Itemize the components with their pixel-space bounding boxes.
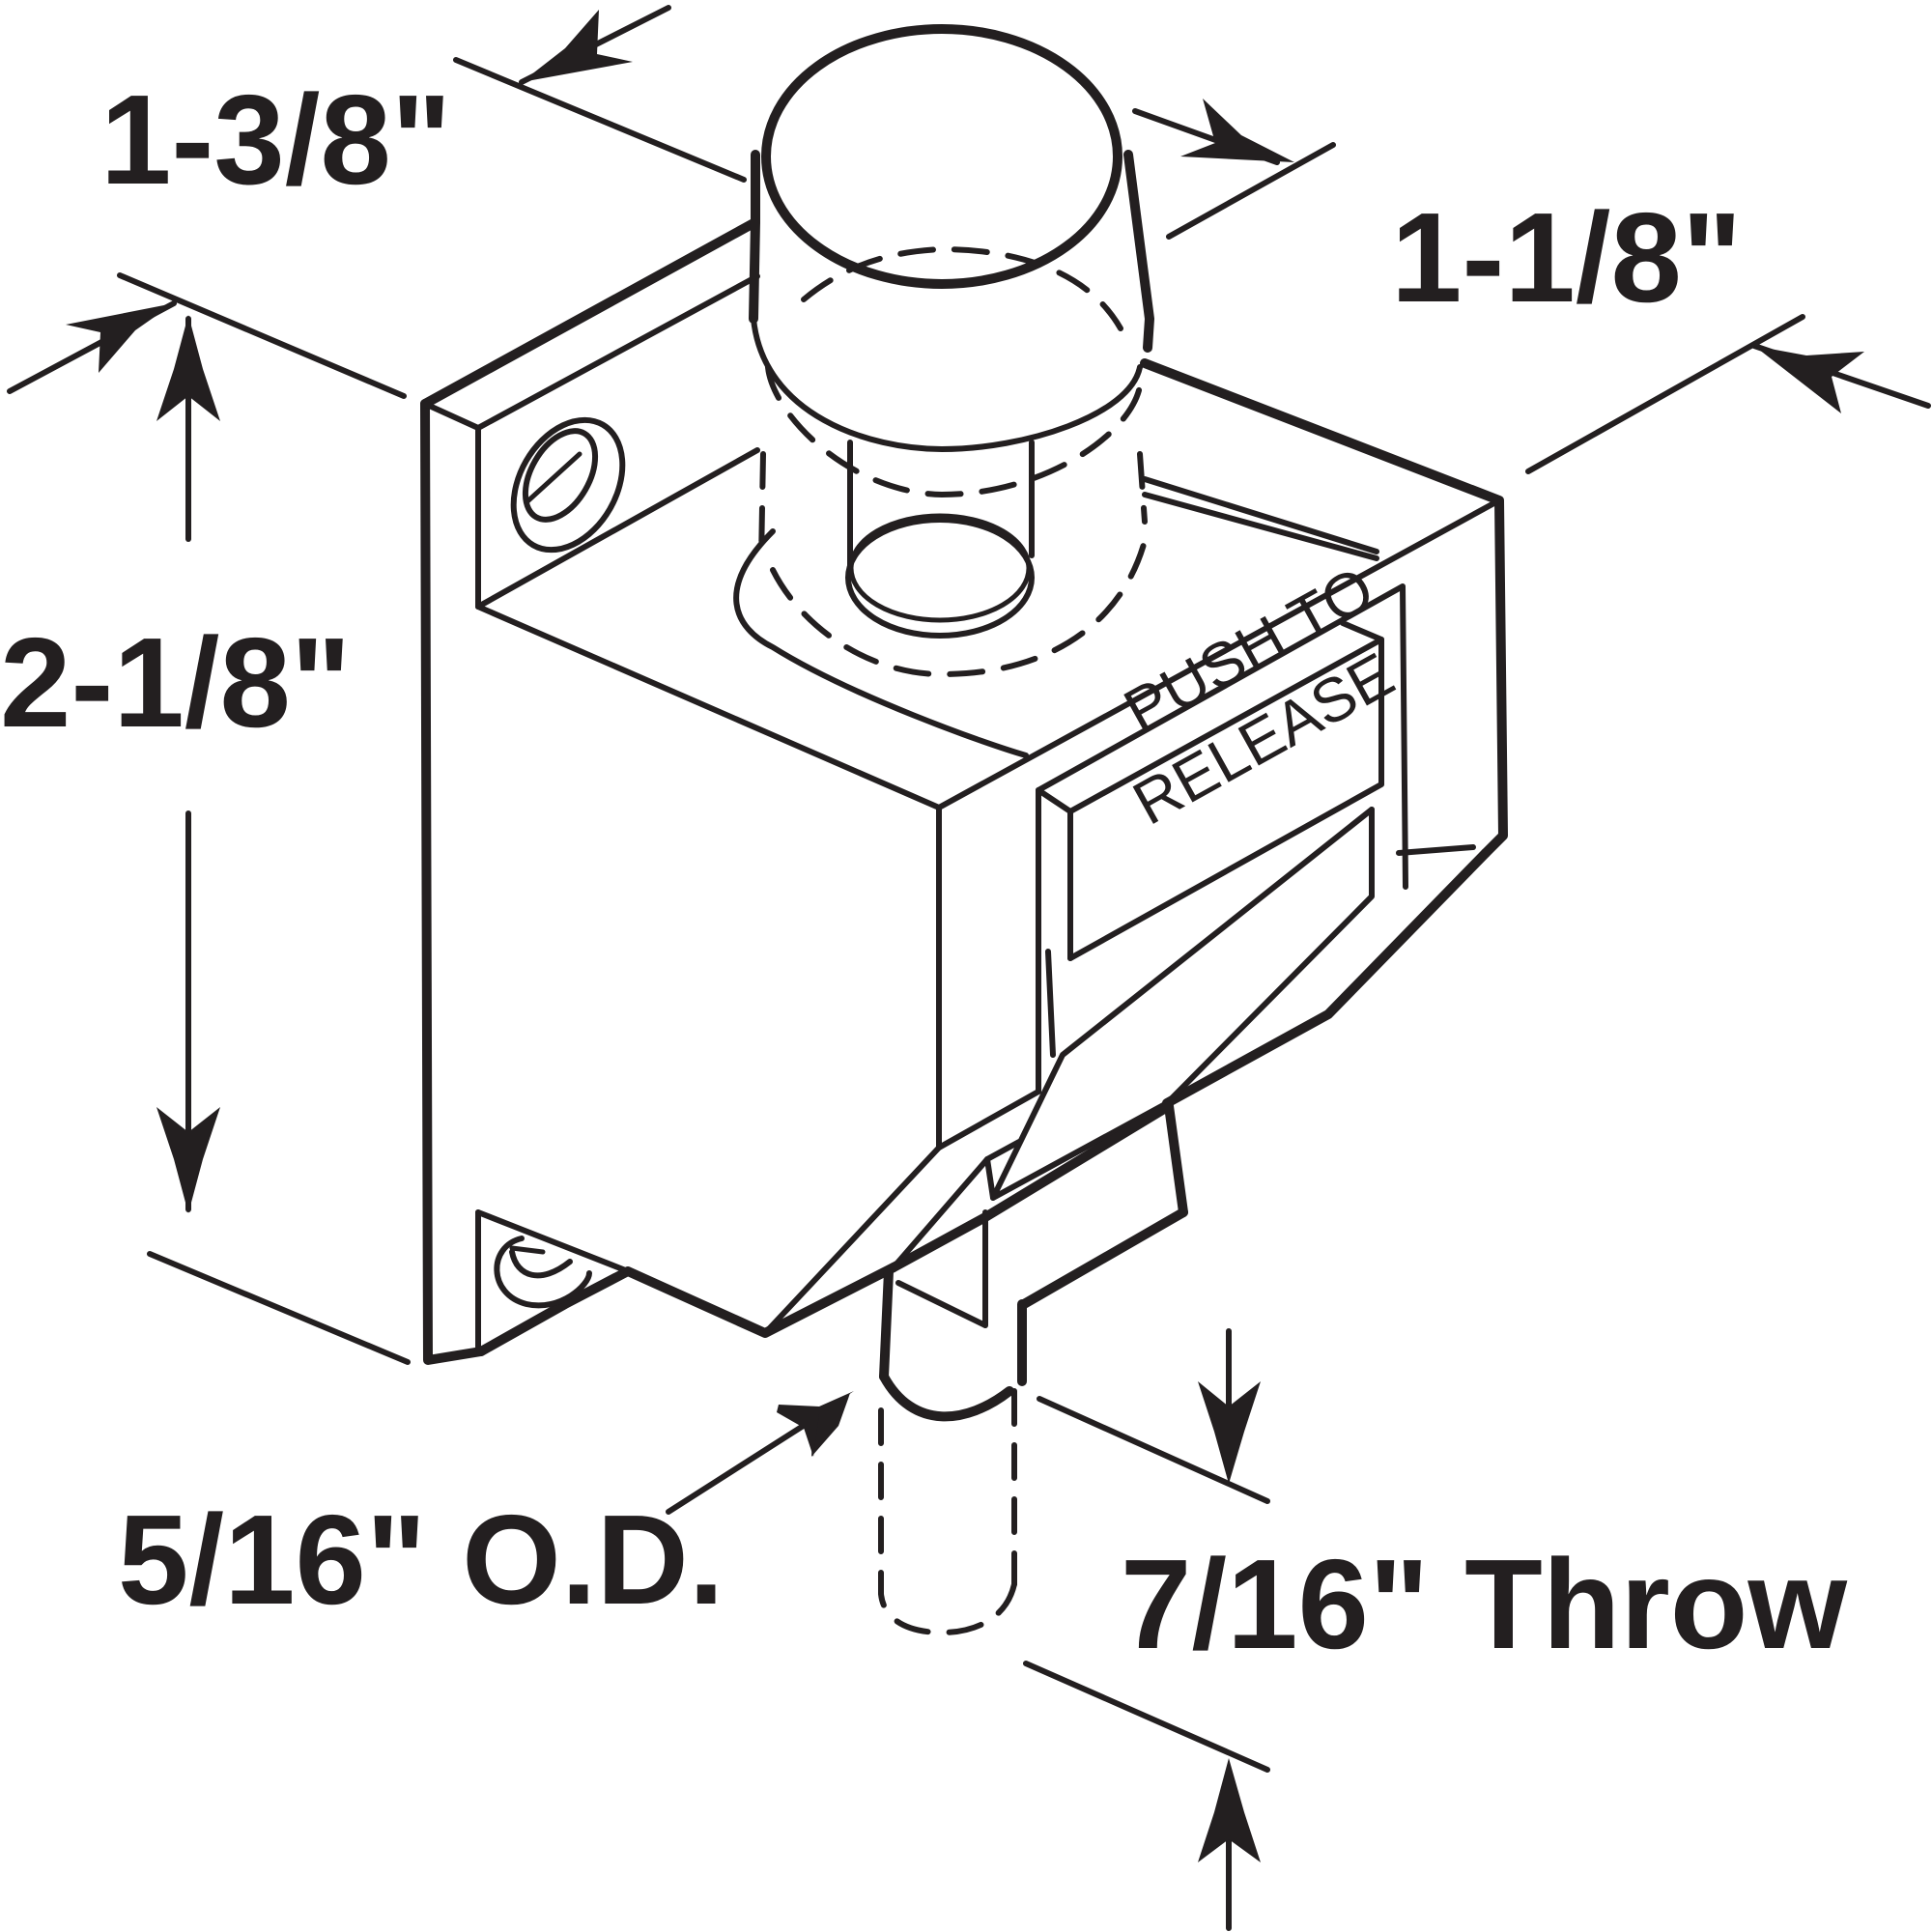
dim-bolt-od: 5/16" O.D. [118,1391,854,1631]
dim-height-label: 2-1/8" [0,611,351,753]
release-label: PUSH TO RELEASE [1113,553,1406,838]
dim-height: 2-1/8" [0,272,411,1365]
dim-top-width-label: 1-1/8" [1391,186,1742,328]
bolt [878,1101,1188,1635]
shaft [733,440,1035,758]
housing [420,217,1508,1365]
dim-top-width: 1-1/8" [1391,186,1931,474]
dim-bolt-od-label: 5/16" O.D. [118,1489,724,1631]
release-plate [990,583,1408,1201]
screw-top [510,416,626,554]
dim-top-depth-label: 1-3/8" [100,69,451,211]
screw-bottom [494,1236,592,1309]
dim-top-depth: 1-3/8" [100,5,1336,240]
dim-throw-label: 7/16" Throw [1121,1533,1847,1675]
dim-throw: 7/16" Throw [1023,1328,1847,1931]
knob [749,24,1154,677]
